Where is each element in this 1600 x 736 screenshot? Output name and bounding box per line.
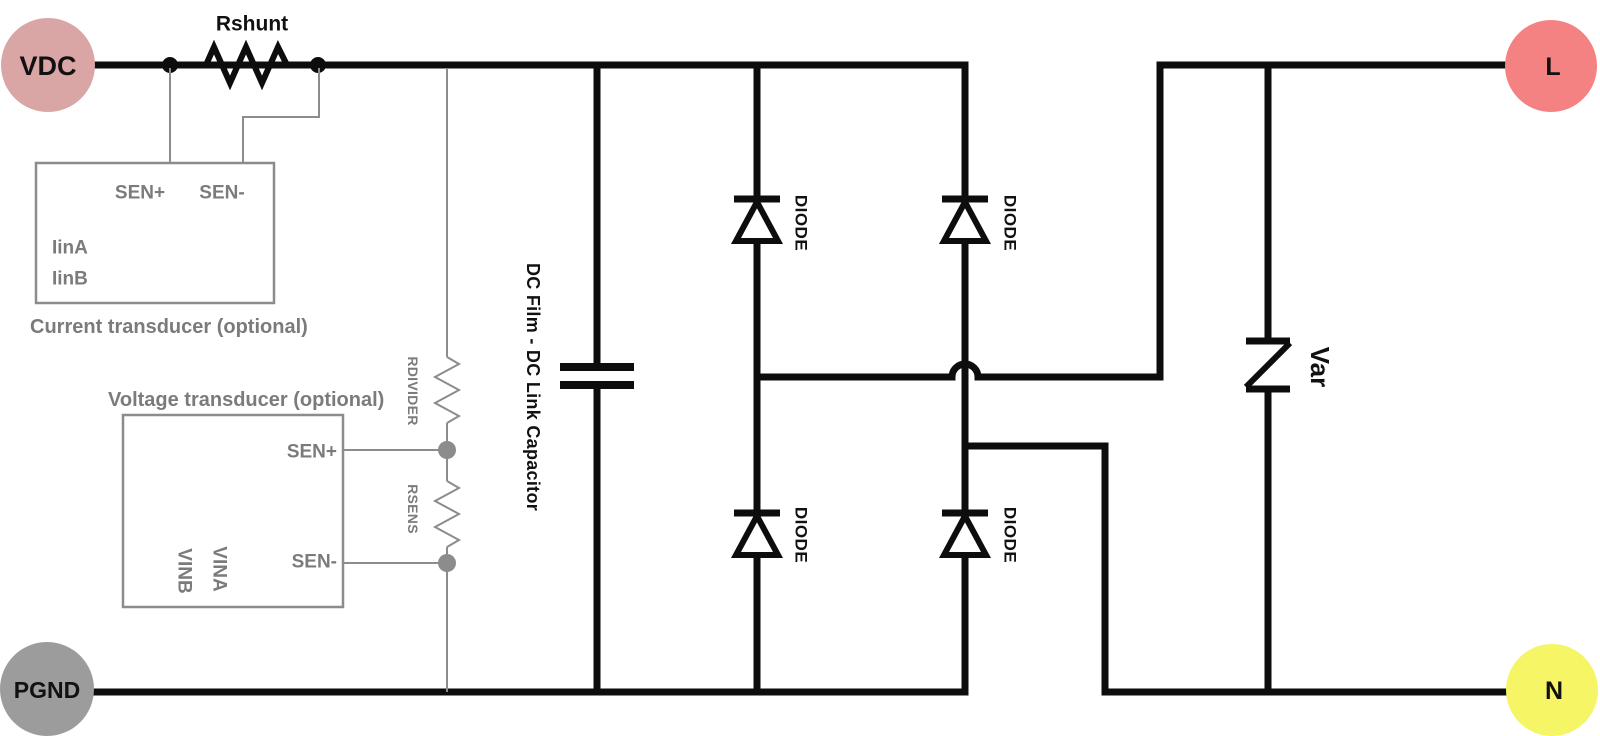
- terminals: [0, 18, 1598, 736]
- n-terminal: [1506, 644, 1598, 736]
- l-terminal-label: L: [1545, 53, 1560, 81]
- junction-dot: [310, 57, 326, 73]
- voltage-transducer-box: [121, 413, 345, 609]
- power-wires: [43, 61, 1556, 696]
- vt-sen-plus-pin-label: SEN+: [287, 442, 337, 463]
- rsens-label: RSENS: [405, 484, 421, 534]
- diode-top-left-symbol: [730, 195, 784, 244]
- vt-vinb-pin-label: VINB: [174, 548, 195, 593]
- ct-sen-plus-pin-label: SEN+: [115, 183, 165, 204]
- capacitor-label: DC Film - DC Link Capacitor: [523, 263, 543, 511]
- rsens-resistor-zigzag: [432, 480, 462, 548]
- varistor-label: Var: [1305, 347, 1335, 388]
- capacitor-symbol: [560, 363, 634, 389]
- ct-sense-wire-right: [242, 68, 320, 164]
- diode-triangle: [730, 195, 784, 244]
- rdivider-label: RDIVIDER: [405, 356, 421, 425]
- ct-iina-pin-label: IinA: [52, 238, 88, 259]
- current-transducer-box: [34, 161, 276, 305]
- ct-sen-minus-pin-label: SEN-: [199, 183, 244, 204]
- junction-dot: [162, 57, 178, 73]
- l-terminal: [1505, 20, 1597, 112]
- n-terminal-label: N: [1545, 677, 1563, 705]
- ac-line-n-wire: [961, 442, 1556, 696]
- sense-junction-dot: [438, 441, 456, 459]
- diode-top-right-symbol: [938, 195, 992, 244]
- shunt-resistor-symbol: [162, 39, 326, 91]
- diode-bottom-right-symbol: [938, 509, 992, 558]
- varistor-diagonal: [1243, 340, 1293, 390]
- vdc-terminal: [1, 18, 95, 112]
- rdivider-resistor-zigzag: [432, 356, 462, 424]
- diode-bottom-left-label: DIODE: [792, 507, 811, 563]
- pgnd-terminal: [0, 642, 94, 736]
- diode-top-right-label: DIODE: [1001, 195, 1020, 251]
- vdc-terminal-label: VDC: [19, 51, 76, 81]
- diode-top-left-label: DIODE: [792, 195, 811, 251]
- ct-iinb-pin-label: IinB: [52, 269, 88, 290]
- rshunt-label: Rshunt: [216, 13, 288, 36]
- sense-junction-dot: [438, 554, 456, 572]
- current-transducer-caption: Current transducer (optional): [30, 316, 308, 338]
- diode-triangle: [938, 509, 992, 558]
- vt-sen-minus-pin-label: SEN-: [292, 552, 337, 573]
- diode-bottom-right-label: DIODE: [1001, 507, 1020, 563]
- varistor-symbol: [1243, 337, 1293, 393]
- voltage-transducer-caption: Voltage transducer (optional): [108, 389, 384, 411]
- diode-triangle: [730, 509, 784, 558]
- vt-vina-pin-label: VINA: [209, 546, 230, 592]
- resistor-zigzag: [170, 39, 318, 91]
- ac-line-l-wire-with-hop: [753, 61, 1556, 381]
- sense-network: [34, 68, 462, 692]
- diode-bottom-left-symbol: [730, 509, 784, 558]
- diode-triangle: [938, 195, 992, 244]
- pgnd-terminal-label: PGND: [14, 677, 80, 703]
